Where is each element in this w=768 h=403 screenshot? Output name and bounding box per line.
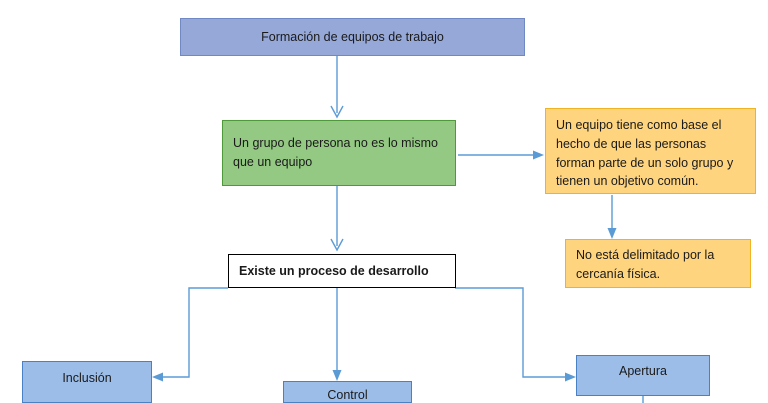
node-proceso-desarrollo[interactable]: Existe un proceso de desarrollo (228, 254, 456, 288)
node-apertura-label: Apertura (619, 364, 667, 378)
connector-equipo-base-to-no-delimitado (607, 195, 617, 239)
node-no-delimitado[interactable]: No está delimitado por la cercanía físic… (565, 239, 751, 288)
node-apertura[interactable]: Apertura (576, 355, 710, 396)
node-equipo-base[interactable]: Un equipo tiene como base el hecho de qu… (545, 108, 756, 194)
connector-proceso-to-inclusion (152, 287, 228, 382)
node-root-label: Formación de equipos de trabajo (261, 29, 444, 44)
node-equipo-base-label: Un equipo tiene como base el hecho de qu… (556, 118, 734, 189)
connector-proceso-to-control (332, 287, 342, 381)
node-grupo-equipo-label: Un grupo de persona no es lo mismo que u… (233, 136, 438, 169)
connector-proceso-to-apertura (455, 287, 576, 382)
node-inclusion-label: Inclusión (62, 371, 112, 385)
connector-root-to-grupo (330, 56, 344, 119)
node-control[interactable]: Control (283, 381, 412, 403)
connector-grupo-to-proceso (330, 186, 344, 252)
node-control-label: Control (327, 388, 368, 402)
node-root[interactable]: Formación de equipos de trabajo (180, 18, 525, 56)
node-no-delimitado-label: No está delimitado por la cercanía físic… (576, 248, 715, 281)
node-inclusion[interactable]: Inclusión (22, 361, 152, 403)
node-proceso-desarrollo-label: Existe un proceso de desarrollo (239, 263, 429, 278)
node-grupo-equipo[interactable]: Un grupo de persona no es lo mismo que u… (222, 120, 456, 186)
connector-grupo-to-equipo-base (458, 150, 544, 160)
